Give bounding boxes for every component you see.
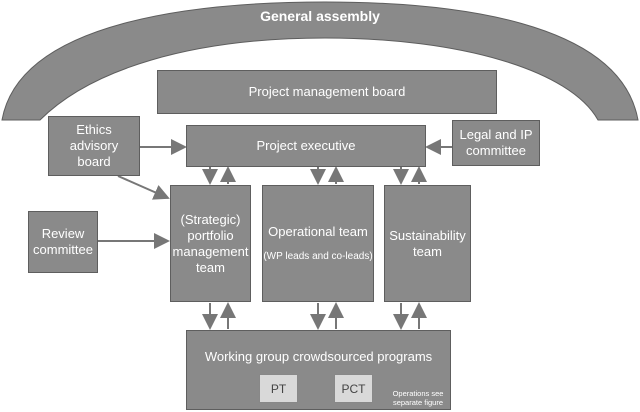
note-line-2: separate figure xyxy=(392,398,444,407)
ethics-line-3: board xyxy=(77,154,111,169)
working-group-programs: Working group crowdsourced programs xyxy=(186,330,451,410)
arrow-ethics-to-portfolio xyxy=(117,175,170,200)
sustainability-line-2: team xyxy=(413,243,442,259)
project-management-board: Project management board xyxy=(157,70,497,114)
pct-box: PCT xyxy=(334,374,373,403)
executive-label: Project executive xyxy=(256,138,356,153)
ethics-line-1: Ethics xyxy=(76,122,112,137)
operations-note: Operations see separate figure xyxy=(386,389,450,407)
general-assembly-arch xyxy=(1,1,639,121)
legal-line-1: Legal and IP xyxy=(459,127,533,142)
sustainability-line-1: Sustainability xyxy=(389,227,466,243)
general-assembly-title: General assembly xyxy=(260,8,380,24)
review-line-1: Review xyxy=(41,226,85,241)
portfolio-management-team: (Strategic) portfolio management team xyxy=(170,185,251,302)
ethics-line-2: advisory xyxy=(69,138,119,153)
sustainability-team: Sustainability team xyxy=(384,185,471,302)
pct-label: PCT xyxy=(341,381,366,396)
review-committee: Review committee xyxy=(28,211,98,273)
portfolio-line-4: team xyxy=(196,259,225,275)
pt-label: PT xyxy=(270,381,287,396)
project-executive: Project executive xyxy=(186,125,426,167)
operational-team: Operational team (WP leads and co-leads) xyxy=(262,185,374,302)
portfolio-line-2: portfolio xyxy=(187,227,234,243)
legal-line-2: committee xyxy=(466,143,526,158)
working-label: Working group crowdsourced programs xyxy=(204,349,433,364)
note-line-1: Operations see xyxy=(392,389,444,398)
pmb-label: Project management board xyxy=(248,84,406,99)
legal-ip-committee: Legal and IP committee xyxy=(452,120,540,166)
portfolio-line-3: management xyxy=(172,243,249,259)
pt-box: PT xyxy=(259,374,298,403)
ethics-advisory-board: Ethics advisory board xyxy=(48,116,140,176)
operational-label: Operational team xyxy=(268,224,368,239)
operational-sub-label: (WP leads and co-leads) xyxy=(263,251,373,262)
portfolio-line-1: (Strategic) xyxy=(180,211,241,227)
review-line-2: committee xyxy=(33,242,93,257)
